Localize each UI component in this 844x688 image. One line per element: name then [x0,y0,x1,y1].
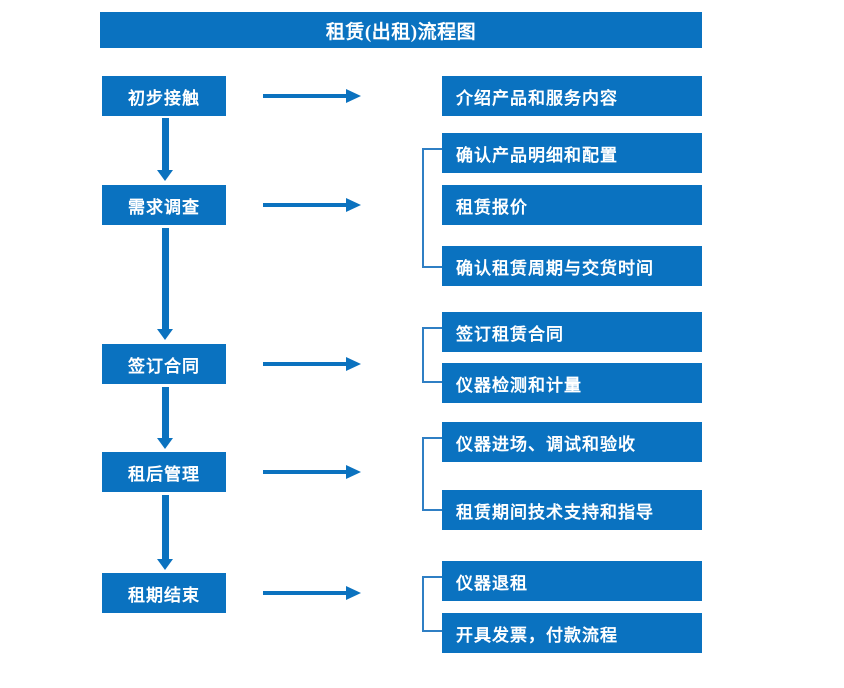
right-arrow-stage2 [263,198,361,212]
stage-box-4[interactable]: 租后管理 [102,452,226,492]
right-arrow-stage4 [263,465,361,479]
down-arrow-stage3-stage4 [157,387,173,450]
detail-box-1-1[interactable]: 介绍产品和服务内容 [442,76,702,116]
arrow-shaft [162,118,169,170]
arrow-head [157,170,173,181]
page-title: 租赁(出租)流程图 [100,12,702,48]
detail-box-2-2[interactable]: 租赁报价 [442,185,702,225]
arrow-shaft [162,495,169,559]
detail-box-5-2[interactable]: 开具发票，付款流程 [442,613,702,653]
down-arrow-stage1-stage2 [157,118,173,182]
arrow-shaft [263,94,348,98]
detail-box-4-2[interactable]: 租赁期间技术支持和指导 [442,490,702,530]
down-arrow-stage4-stage5 [157,495,173,571]
arrow-head [157,329,173,340]
stage-box-2[interactable]: 需求调查 [102,185,226,225]
group-bracket-stage3 [422,327,442,383]
arrow-shaft [162,387,169,438]
group-bracket-stage5 [422,576,442,632]
arrow-head [157,438,173,449]
arrow-head [346,465,361,479]
arrow-head [346,357,361,371]
detail-box-5-1[interactable]: 仪器退租 [442,561,702,601]
stage-box-1[interactable]: 初步接触 [102,76,226,116]
arrow-shaft [263,203,348,207]
detail-box-3-1[interactable]: 签订租赁合同 [442,312,702,352]
right-arrow-stage5 [263,586,361,600]
right-arrow-stage3 [263,357,361,371]
group-bracket-stage4 [422,437,442,511]
arrow-head [157,559,173,570]
arrow-shaft [263,591,348,595]
arrow-shaft [162,228,169,329]
arrow-head [346,198,361,212]
arrow-shaft [263,470,348,474]
down-arrow-stage2-stage3 [157,228,173,341]
arrow-head [346,89,361,103]
stage-box-3[interactable]: 签订合同 [102,344,226,384]
right-arrow-stage1 [263,89,361,103]
arrow-head [346,586,361,600]
detail-box-4-1[interactable]: 仪器进场、调试和验收 [442,422,702,462]
stage-box-5[interactable]: 租期结束 [102,573,226,613]
detail-box-2-3[interactable]: 确认租赁周期与交货时间 [442,246,702,286]
arrow-shaft [263,362,348,366]
detail-box-2-1[interactable]: 确认产品明细和配置 [442,133,702,173]
group-bracket-stage2 [422,148,442,268]
detail-box-3-2[interactable]: 仪器检测和计量 [442,363,702,403]
